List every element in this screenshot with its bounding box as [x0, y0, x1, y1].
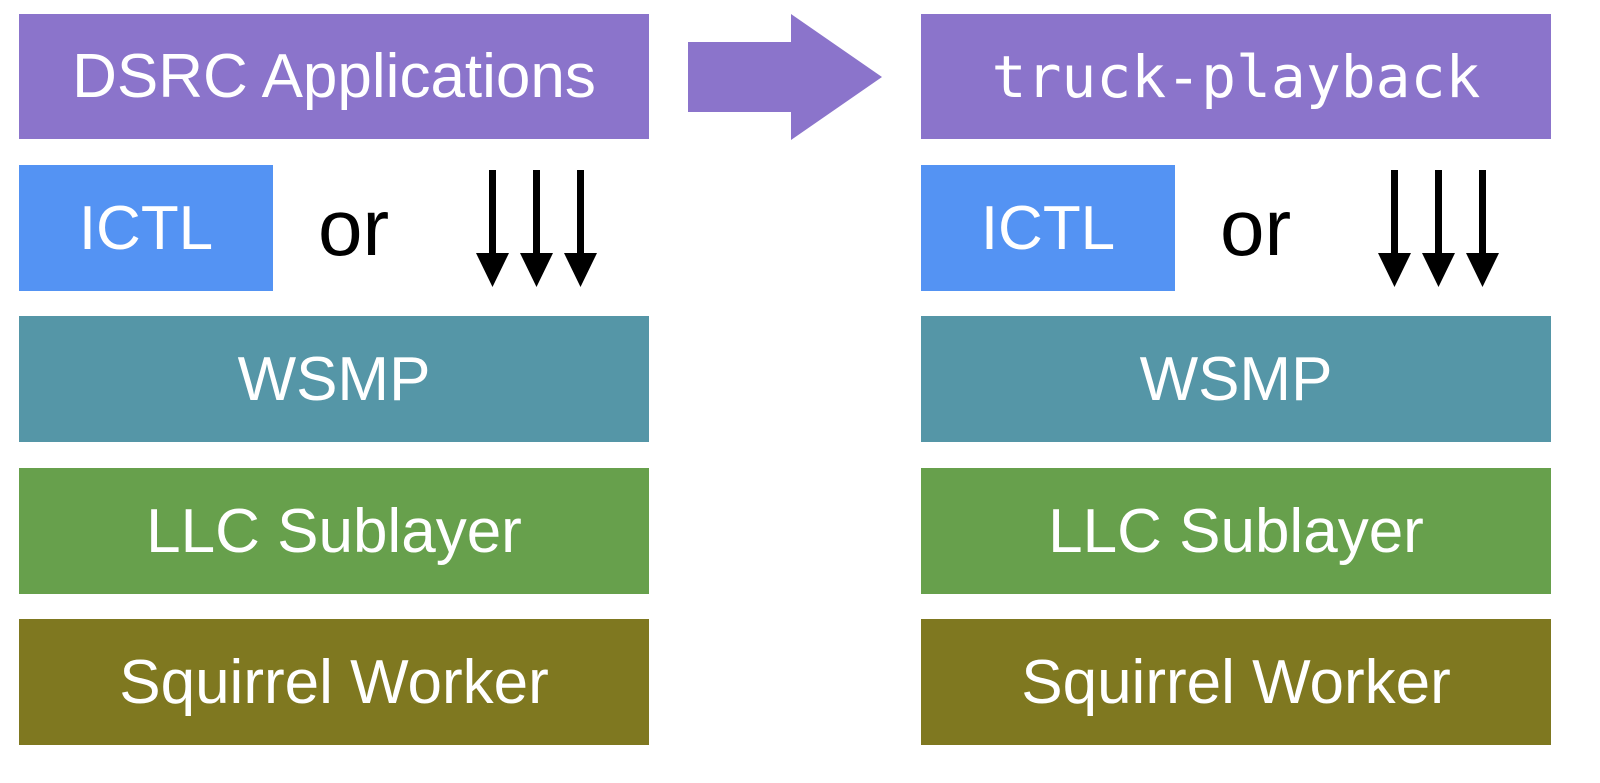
- right-truck-playback-label: truck-playback: [991, 42, 1481, 111]
- right-down-arrow-3-head: [1466, 253, 1499, 287]
- left-llc-label: LLC Sublayer: [146, 496, 522, 566]
- left-wsmp-label: WSMP: [237, 344, 431, 414]
- right-truck-playback-layer: truck-playback: [921, 14, 1551, 139]
- left-squirrel-worker-layer: Squirrel Worker: [19, 619, 649, 745]
- right-wsmp-layer: WSMP: [921, 316, 1551, 442]
- left-squirrel-worker-label: Squirrel Worker: [119, 647, 549, 717]
- right-squirrel-worker-label: Squirrel Worker: [1021, 647, 1451, 717]
- left-llc-sublayer: LLC Sublayer: [19, 468, 649, 594]
- right-squirrel-worker-layer: Squirrel Worker: [921, 619, 1551, 745]
- right-ictl-label: ICTL: [980, 193, 1116, 263]
- right-down-arrow-2-stem: [1435, 170, 1442, 256]
- right-llc-sublayer: LLC Sublayer: [921, 468, 1551, 594]
- right-arrow-icon: [688, 14, 882, 140]
- transition-arrow-shape: [688, 14, 882, 140]
- right-wsmp-label: WSMP: [1139, 344, 1333, 414]
- left-or-label: or: [318, 183, 390, 272]
- left-down-arrow-1-head: [476, 253, 509, 287]
- left-down-arrow-2-stem: [533, 170, 540, 256]
- right-down-arrow-1-stem: [1391, 170, 1398, 256]
- right-llc-label: LLC Sublayer: [1048, 496, 1424, 566]
- right-ictl-layer: ICTL: [921, 165, 1175, 291]
- right-down-arrow-3-stem: [1479, 170, 1486, 256]
- left-wsmp-layer: WSMP: [19, 316, 649, 442]
- right-down-arrow-1-head: [1378, 253, 1411, 287]
- right-down-arrow-2-head: [1422, 253, 1455, 287]
- left-down-arrow-3-head: [564, 253, 597, 287]
- right-or-label: or: [1220, 183, 1292, 272]
- left-ictl-layer: ICTL: [19, 165, 273, 291]
- left-dsrc-applications-label: DSRC Applications: [72, 42, 596, 111]
- right-down-arrows-icon: [1378, 170, 1499, 287]
- left-ictl-label: ICTL: [78, 193, 214, 263]
- left-down-arrow-2-head: [520, 253, 553, 287]
- left-down-arrow-3-stem: [577, 170, 584, 256]
- left-down-arrows-icon: [476, 170, 597, 287]
- left-dsrc-applications-layer: DSRC Applications: [19, 14, 649, 139]
- left-down-arrow-1-stem: [489, 170, 496, 256]
